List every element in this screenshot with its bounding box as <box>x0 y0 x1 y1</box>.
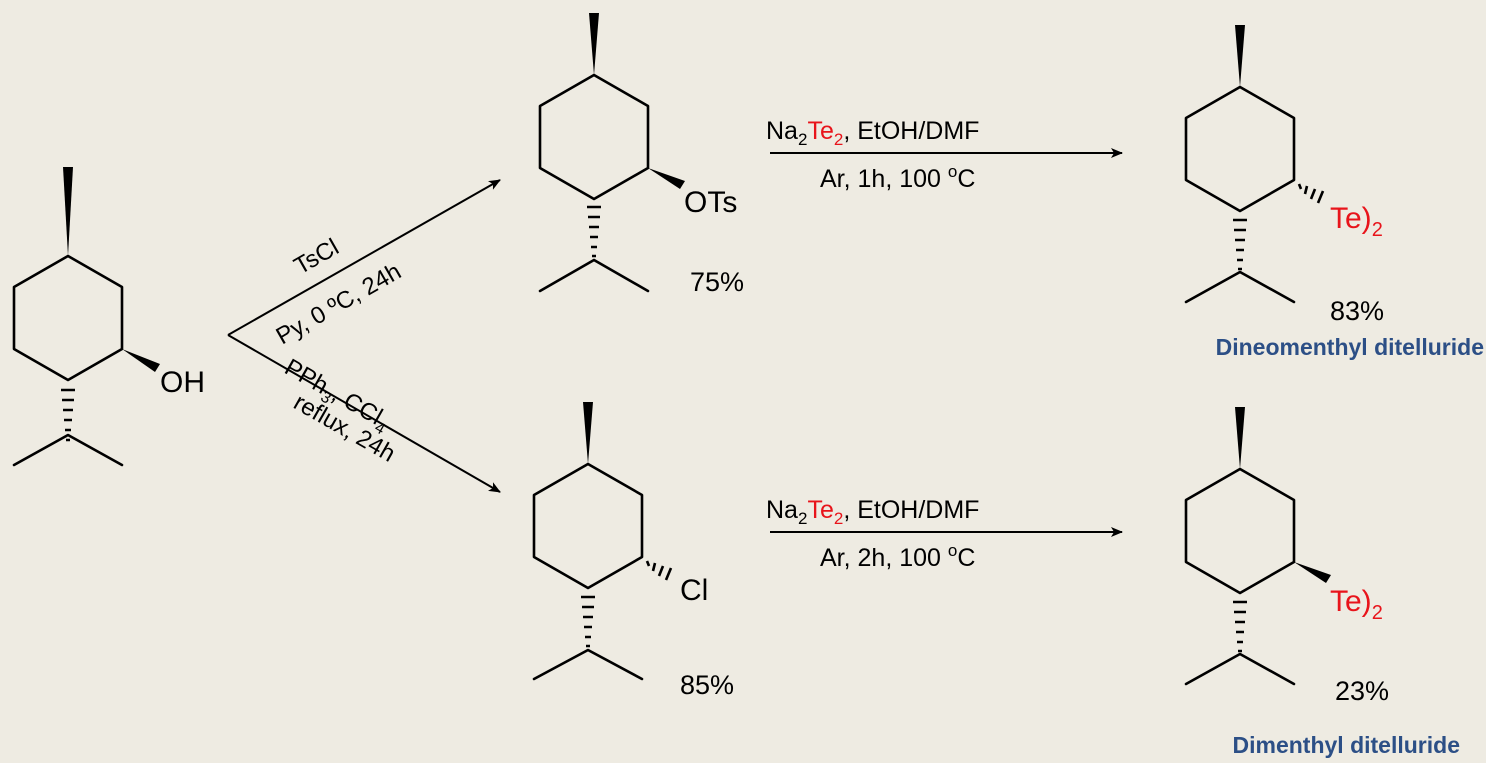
product-top-isopropyl-hash <box>1233 218 1247 271</box>
product-bottom-isopropyl-hash <box>1233 600 1247 653</box>
product-bottom-structure: Te)2 23% Dimenthyl ditelluride <box>1184 407 1460 758</box>
menthol-methyl-wedge <box>63 167 73 256</box>
tosylate-isopropyl <box>538 258 650 293</box>
tosylate-ring <box>538 73 650 201</box>
product-top-isopropyl <box>1184 270 1296 304</box>
product-bottom-name: Dimenthyl ditelluride <box>1233 732 1460 758</box>
product-bottom-te-wedge <box>1294 562 1331 583</box>
chloride-structure: Cl 85% <box>532 402 734 700</box>
chloride-cl-label: Cl <box>680 574 708 607</box>
tosylate-ots-label: OTs <box>684 186 737 219</box>
menthol-oh-label: OH <box>160 366 205 399</box>
menthol-isopropyl-hash <box>61 388 75 442</box>
product-top-structure: Te)2 83% Dineomenthyl ditelluride <box>1184 25 1484 360</box>
menthol-isopropyl <box>12 433 124 467</box>
tosylate-isopropyl-hash <box>587 205 601 258</box>
product-top-te-hash <box>1297 183 1325 204</box>
menthol-structure: OH <box>12 167 205 467</box>
chloride-cl-hash <box>645 560 673 581</box>
menthol-oh-wedge <box>122 349 160 372</box>
telluration-bottom-conditions: Ar, 2h, 100 oC <box>820 541 975 572</box>
chlorination-arrow <box>227 334 501 493</box>
product-top-te-label: Te)2 <box>1330 202 1383 241</box>
chloride-ring <box>532 462 644 590</box>
tosylate-ots-wedge <box>648 168 685 189</box>
chloride-yield: 85% <box>680 670 734 700</box>
tosylate-yield: 75% <box>690 267 744 297</box>
chloride-isopropyl <box>532 648 644 681</box>
product-bottom-ring <box>1184 467 1296 595</box>
product-bottom-te-label: Te)2 <box>1330 585 1383 624</box>
product-top-yield: 83% <box>1330 296 1384 326</box>
telluration-top-reagent: Na2Te2, EtOH/DMF <box>766 117 979 149</box>
product-bottom-yield: 23% <box>1335 676 1389 706</box>
tosylate-methyl-wedge <box>589 13 599 75</box>
telluration-bottom-reagent: Na2Te2, EtOH/DMF <box>766 496 979 528</box>
product-bottom-isopropyl <box>1184 652 1296 686</box>
menthol-ring <box>12 254 124 382</box>
chloride-methyl-wedge <box>583 402 593 464</box>
product-top-methyl-wedge <box>1235 25 1245 87</box>
tosylate-structure: OTs 75% <box>538 13 744 297</box>
chloride-isopropyl-hash <box>581 595 595 648</box>
product-bottom-methyl-wedge <box>1235 407 1245 469</box>
tosylation-arrow <box>227 179 501 336</box>
product-top-name: Dineomenthyl ditelluride <box>1216 334 1484 360</box>
telluration-top-conditions: Ar, 1h, 100 oC <box>820 162 975 193</box>
product-top-ring <box>1184 85 1296 213</box>
